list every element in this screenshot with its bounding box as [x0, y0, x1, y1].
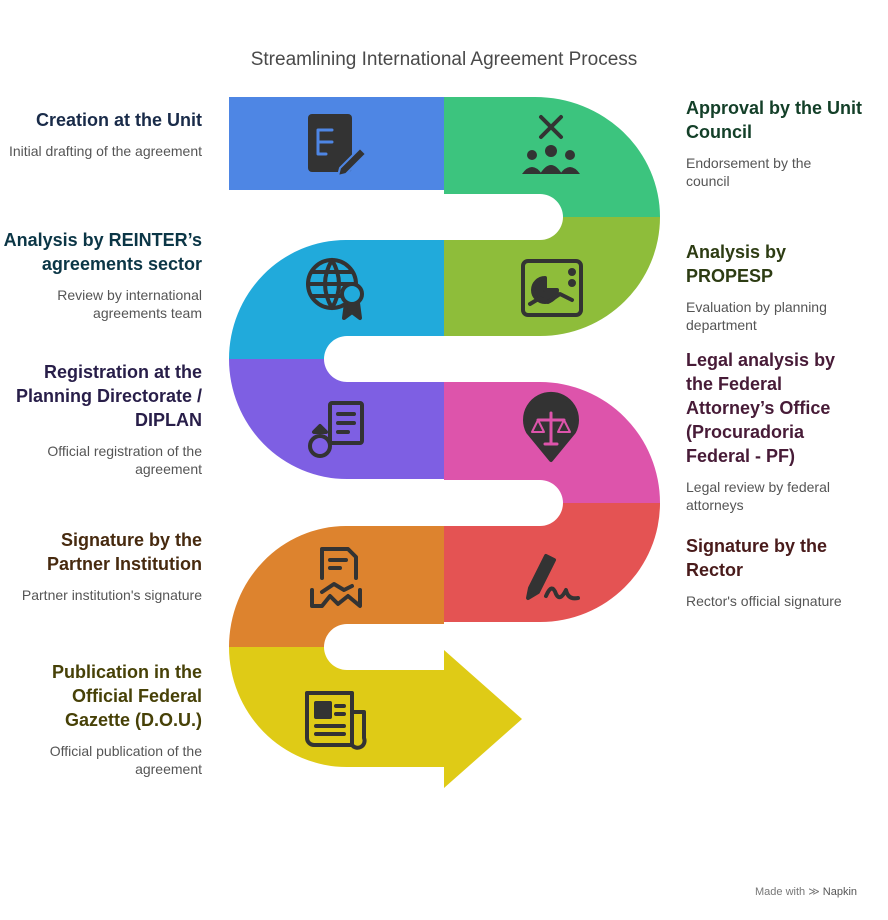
step-2-title: Approval by the Unit Council [686, 98, 863, 142]
globe-certificate-icon [306, 258, 364, 320]
document-edit-icon [308, 114, 367, 177]
step-9-label: Publication in the Official Federal Gaze… [2, 660, 202, 778]
step-1-label: Creation at the Unit Initial drafting of… [2, 108, 202, 160]
step-4-segment [444, 217, 660, 336]
legal-scales-pin-icon [523, 391, 579, 462]
step-6-title: Legal analysis by the Federal Attorney’s… [686, 350, 836, 466]
step-5-desc: Official registration of the agreement [47, 443, 202, 477]
council-vote-icon [522, 115, 580, 174]
napkin-logo-icon: ≫ [808, 886, 820, 898]
pen-signature-icon [526, 554, 580, 601]
footer-credit: Made with ≫ Napkin [755, 885, 857, 898]
step-7-title: Signature by the Partner Institution [46, 530, 202, 574]
step-4-label: Analysis by PROPESP Evaluation by planni… [686, 240, 886, 334]
diagram-title: Streamlining International Agreement Pro… [250, 49, 638, 70]
step-9-segment [229, 647, 522, 788]
step-8-label: Signature by the Rector Rector's officia… [686, 534, 886, 610]
newspaper-icon [305, 691, 367, 750]
step-4-desc: Evaluation by planning department [686, 299, 827, 333]
step-9-desc: Official publication of the agreement [49, 743, 202, 777]
step-2-desc: Endorsement by the council [686, 155, 812, 189]
step-3-label: Analysis by REINTER’s agreements sector … [2, 228, 202, 322]
step-2-label: Approval by the Unit Council Endorsement… [686, 96, 886, 190]
step-4-title: Analysis by PROPESP [686, 242, 787, 286]
step-6-label: Legal analysis by the Federal Attorney’s… [686, 348, 886, 514]
step-1-desc: Initial drafting of the agreement [8, 143, 202, 159]
step-8-desc: Rector's official signature [686, 593, 842, 609]
step-9-title: Publication in the Official Federal Gaze… [51, 662, 202, 730]
dashboard-chart-icon [521, 259, 583, 317]
handshake-document-icon [310, 547, 362, 608]
ring-document-icon [308, 401, 364, 458]
step-3-desc: Review by international agreements team [57, 287, 202, 321]
step-5-title: Registration at the Planning Directorate… [15, 362, 202, 430]
step-2-segment [444, 97, 660, 217]
step-8-title: Signature by the Rector [686, 536, 828, 580]
step-3-title: Analysis by REINTER’s agreements sector [3, 230, 202, 274]
step-7-label: Signature by the Partner Institution Par… [2, 528, 202, 604]
step-6-desc: Legal review by federal attorneys [686, 479, 830, 513]
footer-prefix: Made with [755, 886, 806, 898]
step-5-segment [229, 359, 444, 479]
step-7-desc: Partner institution's signature [21, 587, 202, 603]
step-1-title: Creation at the Unit [35, 110, 202, 130]
step-5-label: Registration at the Planning Directorate… [2, 360, 202, 478]
footer-brand: Napkin [822, 886, 858, 898]
